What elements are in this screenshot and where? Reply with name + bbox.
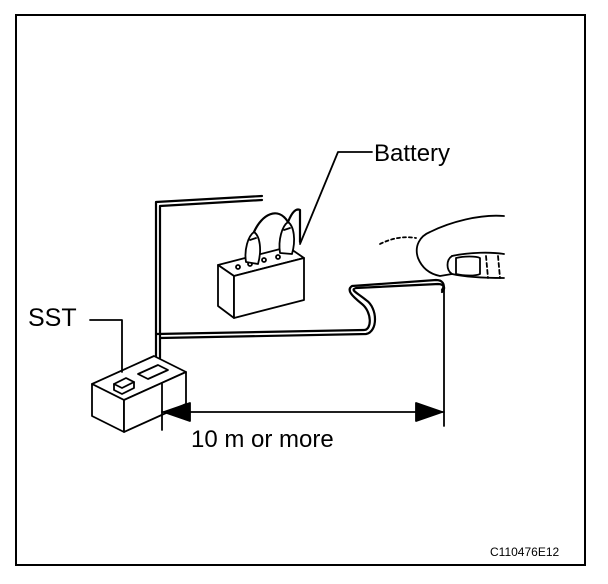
finger-illustration <box>379 214 505 279</box>
distance-label: 10 m or more <box>191 426 334 453</box>
sst-device-illustration <box>91 355 187 433</box>
sst-label: SST <box>28 304 77 332</box>
leader-lines <box>89 151 373 373</box>
distance-dimension <box>161 285 445 431</box>
battery-label: Battery <box>374 140 451 167</box>
battery-illustration <box>217 221 305 319</box>
figure-code: C110476E12 <box>490 545 560 559</box>
battery-leads <box>252 208 302 244</box>
figure-frame <box>15 14 586 566</box>
